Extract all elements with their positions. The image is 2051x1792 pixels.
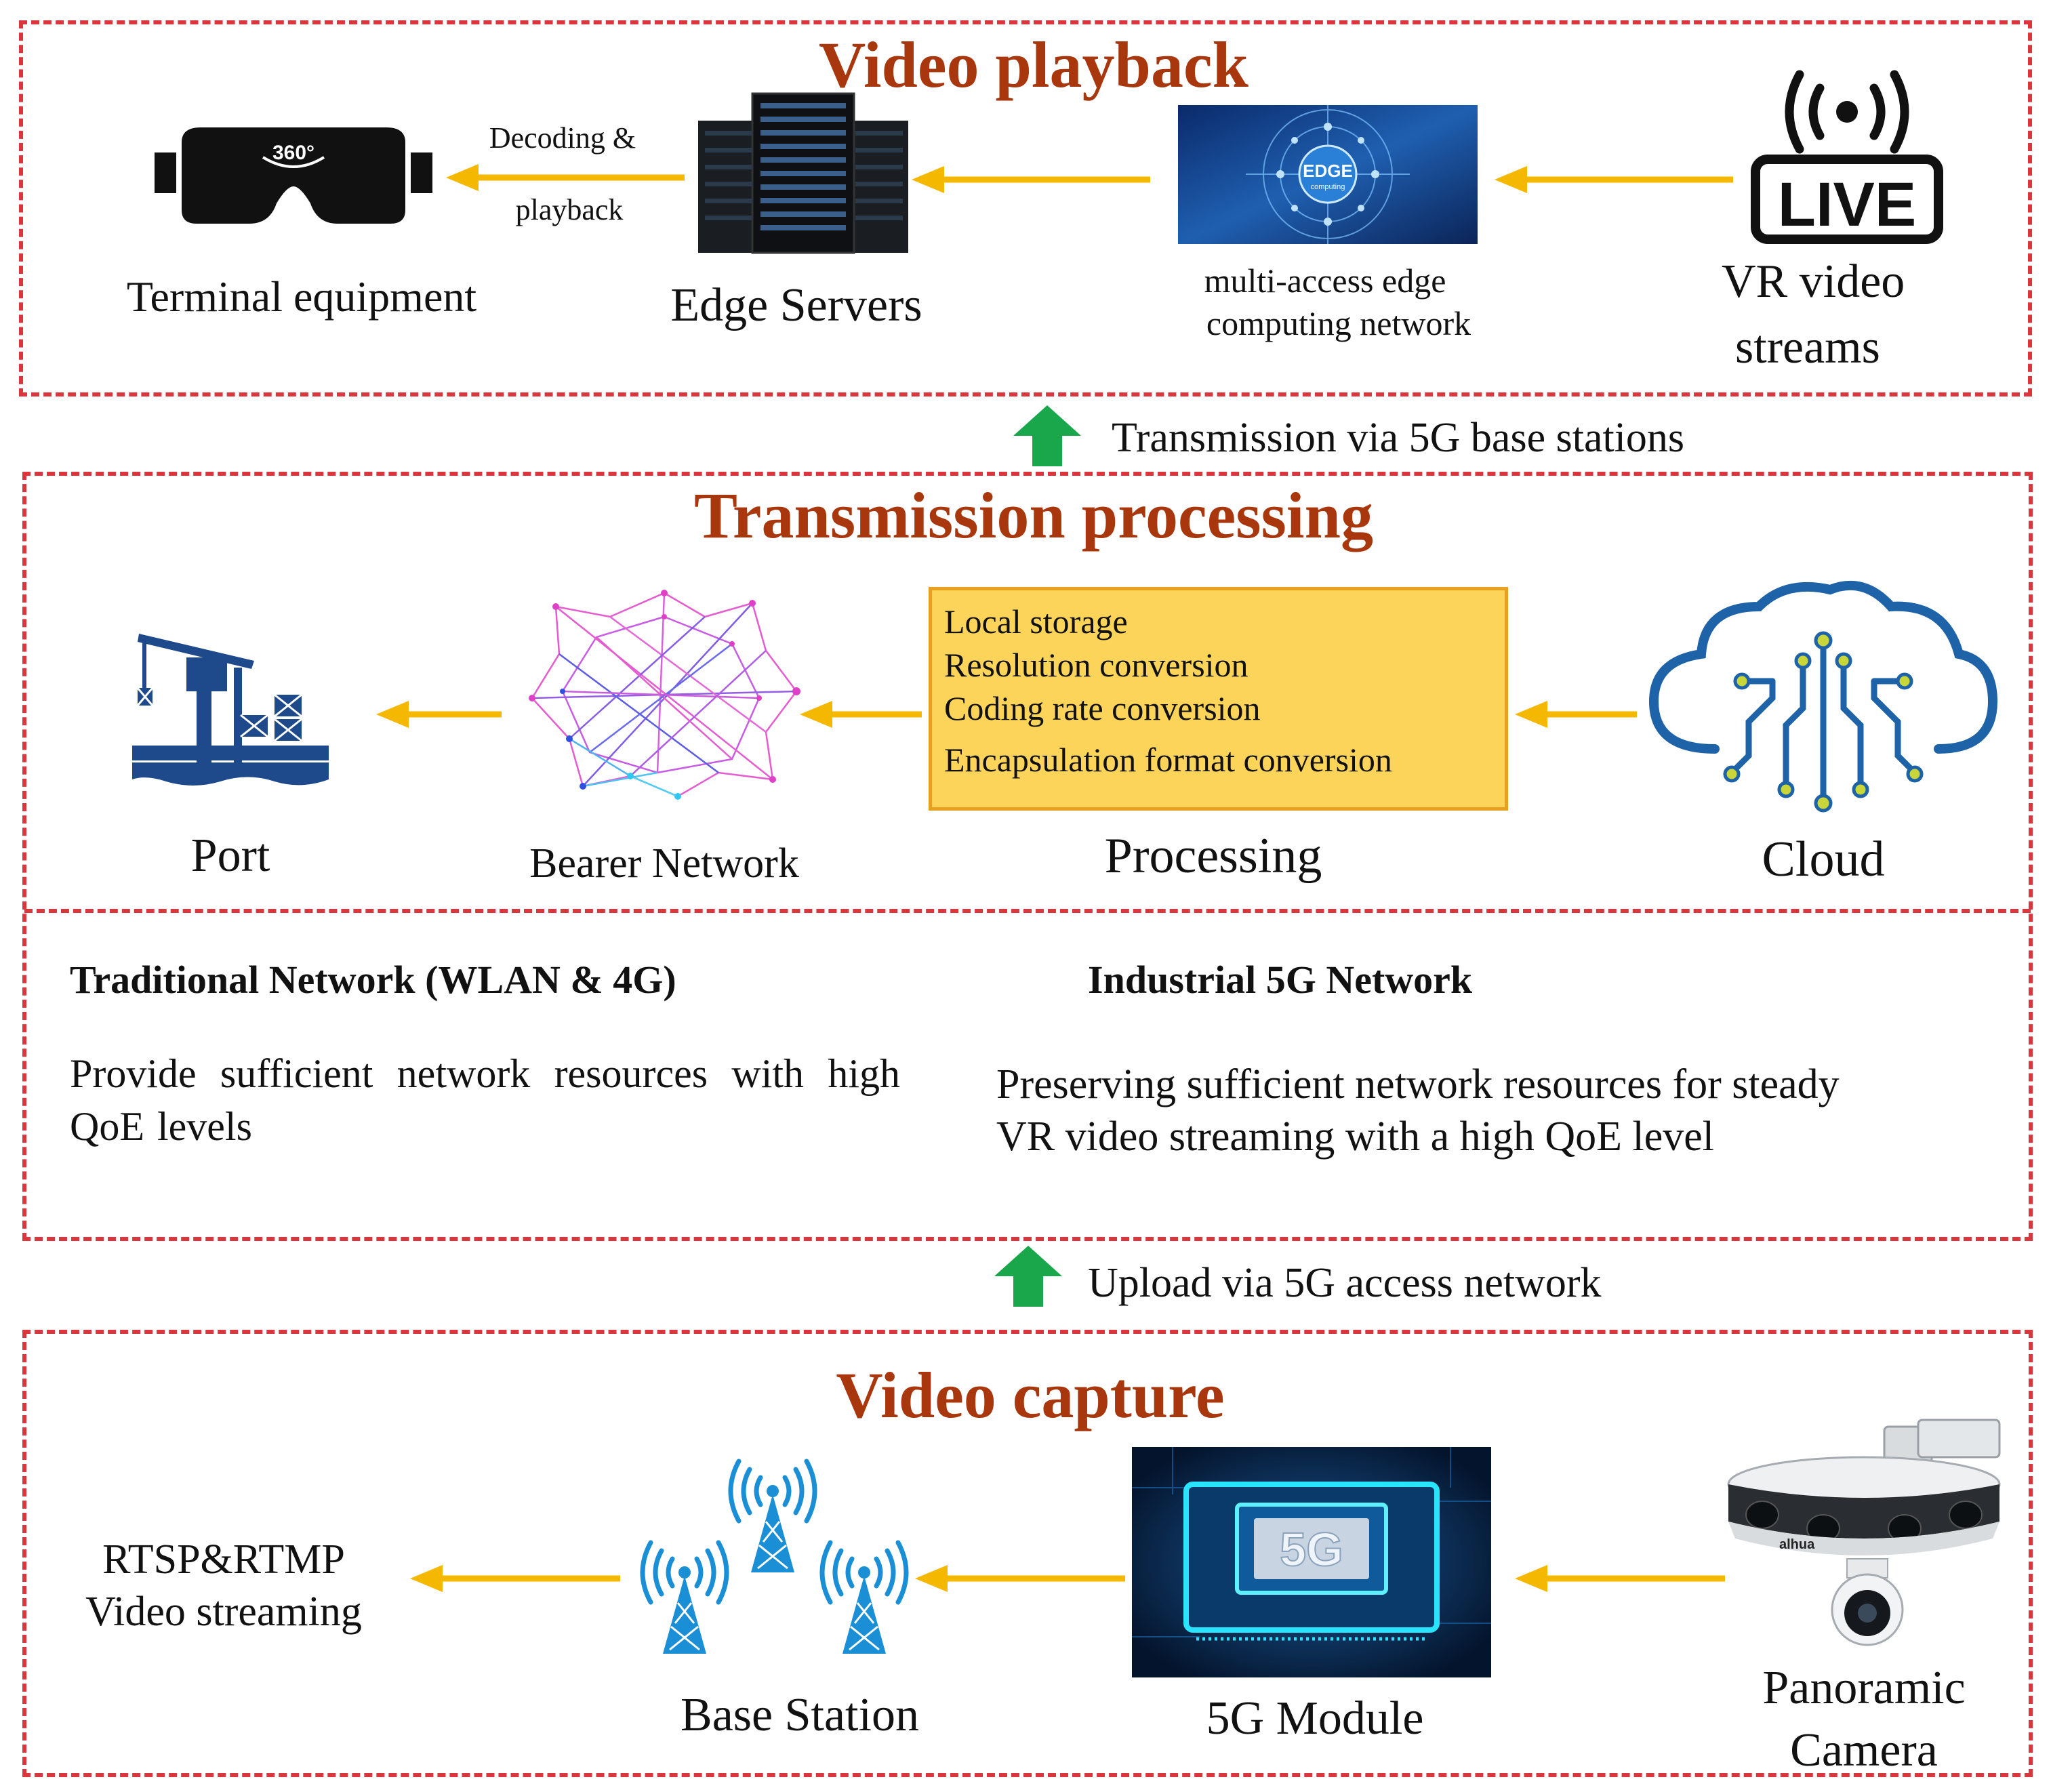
edge-computing-icon: EDGE computing	[1178, 105, 1478, 244]
video-playback-title: Video playback	[819, 28, 1248, 101]
processing-label: Processing	[1104, 828, 1322, 884]
port-crane-icon	[132, 634, 329, 786]
transmission-processing-panel	[22, 472, 2033, 1241]
live-broadcast-icon: LIVE	[1751, 70, 1943, 244]
antenna-tower-icon	[637, 1450, 908, 1654]
cloud-circuit-icon	[1648, 580, 1998, 813]
vr-360-badge: 360°	[272, 142, 314, 164]
base-station-label: Base Station	[681, 1689, 919, 1741]
transmission-link-label: Transmission via 5G base stations	[1112, 415, 1685, 461]
flow-arrow-cloud-to-processing	[1515, 701, 1637, 728]
port-label: Port	[190, 830, 270, 882]
edge-servers-label: Edge Servers	[670, 279, 922, 331]
processing-item-coding-rate: Coding rate conversion	[944, 689, 1261, 727]
upload-link-label: Upload via 5G access network	[1088, 1260, 1602, 1306]
edge-badge-sub: computing	[1311, 183, 1345, 191]
panoramic-camera-icon: alhua	[1727, 1419, 2001, 1646]
flow-arrow-mec-to-servers	[912, 166, 1150, 193]
camera-label-line1: Panoramic	[1762, 1662, 1966, 1714]
processing-item-resolution: Resolution conversion	[944, 646, 1248, 684]
chip-5g-icon: 5G	[1132, 1447, 1491, 1677]
vr-headset-icon: 360°	[155, 127, 432, 224]
processing-item-local-storage: Local storage	[944, 603, 1128, 640]
flow-arrow-bearer-to-port	[376, 701, 502, 728]
live-badge: LIVE	[1778, 170, 1916, 239]
up-arrow-upload	[994, 1246, 1062, 1307]
industrial-network-line1: Preserving sufficient network resources …	[996, 1061, 1840, 1107]
traditional-network-text: Provide sufficient network resources wit…	[70, 1051, 900, 1149]
industrial-network-heading: Industrial 5G Network	[1088, 958, 1473, 1002]
video-capture-panel	[22, 1330, 2033, 1777]
flow-arrow-processing-to-bearer	[800, 701, 922, 728]
transmission-processing-title: Transmission processing	[694, 479, 1373, 552]
server-rack-icon	[698, 92, 908, 254]
camera-label-line2: Camera	[1790, 1724, 1938, 1776]
flow-arrow-base-to-streaming	[410, 1565, 620, 1592]
mec-label-line2: computing network	[1206, 304, 1471, 342]
up-arrow-transmission	[1013, 405, 1081, 466]
traditional-network-heading: Traditional Network (WLAN & 4G)	[70, 958, 676, 1002]
flow-arrow-camera-to-module	[1515, 1565, 1725, 1592]
vr-streams-label-line2: streams	[1735, 321, 1880, 373]
terminal-equipment-label: Terminal equipment	[126, 272, 477, 321]
edge-badge: EDGE	[1303, 161, 1353, 181]
flow-arrow-live-to-mec	[1495, 166, 1733, 193]
industrial-network-line2: VR video streaming with a high QoE level	[996, 1114, 1714, 1160]
5g-module-label: 5G Module	[1206, 1692, 1424, 1745]
decoding-label-line2: playback	[515, 193, 624, 226]
vr-streams-label-line1: VR video	[1722, 256, 1905, 308]
video-playback-panel	[19, 20, 2032, 396]
processing-item-encapsulation: Encapsulation format conversion	[944, 741, 1392, 779]
video-capture-title: Video capture	[836, 1359, 1225, 1431]
transmission-divider	[24, 909, 2031, 913]
streaming-label-line1: RTSP&RTMP	[102, 1536, 345, 1583]
decoding-arrow	[446, 164, 685, 191]
flow-arrow-module-to-base	[915, 1565, 1125, 1592]
mesh-network-icon	[529, 590, 800, 800]
decoding-label-line1: Decoding &	[489, 121, 636, 155]
bearer-network-label: Bearer Network	[529, 840, 799, 887]
chip-5g-badge: 5G	[1280, 1523, 1343, 1576]
mec-label-line1: multi-access edge	[1204, 262, 1446, 300]
camera-brand-badge: alhua	[1779, 1537, 1815, 1552]
streaming-label-line2: Video streaming	[85, 1589, 362, 1635]
cloud-label: Cloud	[1762, 832, 1885, 887]
processing-box: Local storage Resolution conversion Codi…	[929, 587, 1508, 811]
